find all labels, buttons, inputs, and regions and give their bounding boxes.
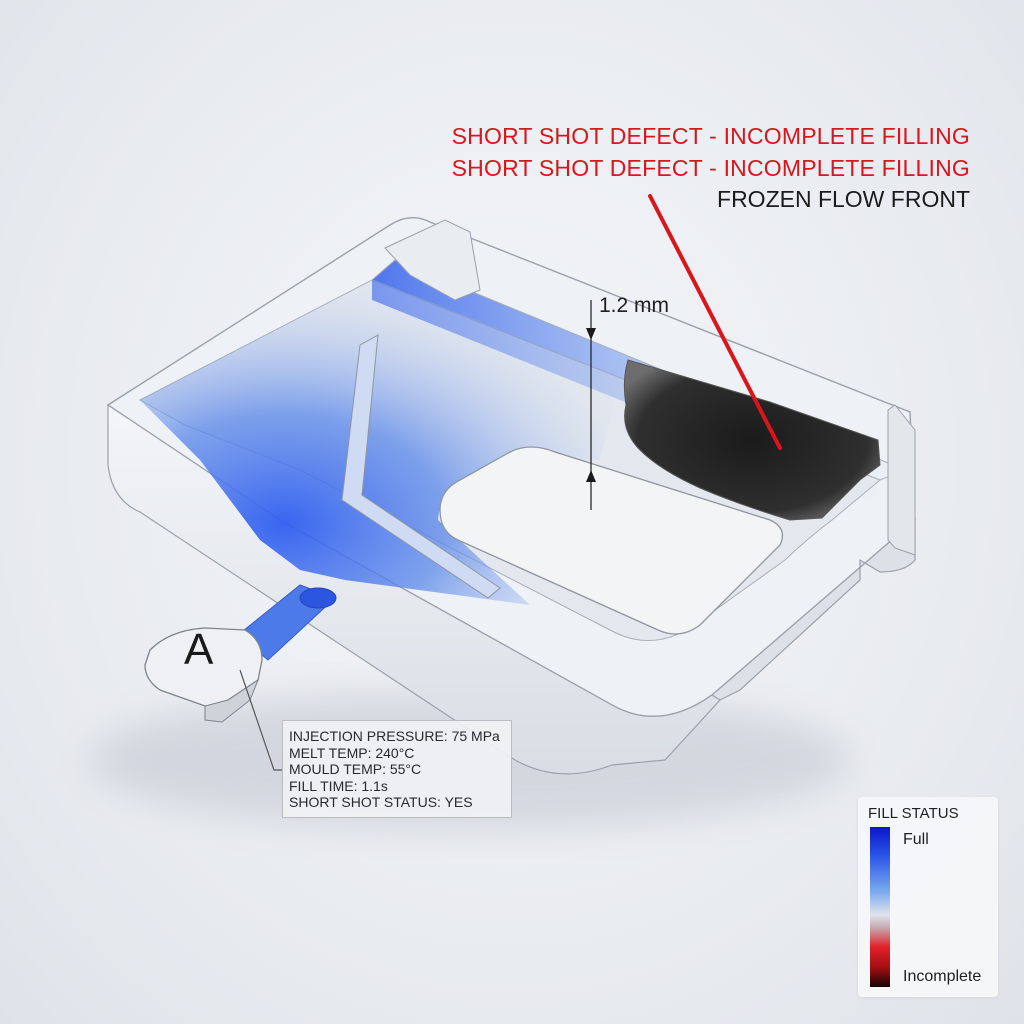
wall-thickness-label: 1.2 mm	[599, 294, 670, 317]
legend-color-bar	[870, 827, 890, 987]
param-short-shot-status: SHORT SHOT STATUS: YES	[289, 794, 473, 811]
internal-rib	[341, 334, 501, 599]
dimension-arrow-top	[586, 328, 596, 340]
defect-title-line-1: SHORT SHOT DEFECT - INCOMPLETE FILLING	[451, 123, 970, 149]
param-fill-time: FILL TIME: 1.1s	[289, 777, 388, 794]
legend-title: FILL STATUS	[868, 805, 959, 822]
short-shot-region	[623, 359, 881, 521]
top-left-tab	[384, 219, 481, 301]
fill-status-legend: FILL STATUS Full Incomplete	[858, 797, 998, 997]
part-front-wall	[107, 403, 721, 775]
defect-title-line-2: SHORT SHOT DEFECT - INCOMPLETE FILLING	[451, 155, 970, 181]
filled-region	[140, 280, 620, 605]
param-melt-temp: MELT TEMP: 240°C	[289, 744, 415, 761]
parameter-leader-line	[239, 669, 282, 771]
param-injection-pressure: INJECTION PRESSURE: 75 MPa	[289, 728, 500, 744]
legend-full-label: Full	[903, 831, 929, 848]
part-right-wall	[710, 518, 916, 701]
process-parameters-box: INJECTION PRESSURE: 75 MPa MELT TEMP: 24…	[282, 720, 512, 818]
param-mould-temp: MOULD TEMP: 55°C	[289, 761, 422, 778]
dimension-arrow-bottom	[586, 470, 596, 482]
floor-cutout	[439, 446, 784, 635]
gate-label: A	[184, 625, 214, 674]
defect-leader-line	[648, 194, 782, 450]
flow-front-label: FROZEN FLOW FRONT	[717, 186, 970, 212]
right-end-tab	[887, 404, 916, 556]
legend-incomplete-label: Incomplete	[903, 968, 982, 985]
gate-ring	[299, 587, 337, 609]
